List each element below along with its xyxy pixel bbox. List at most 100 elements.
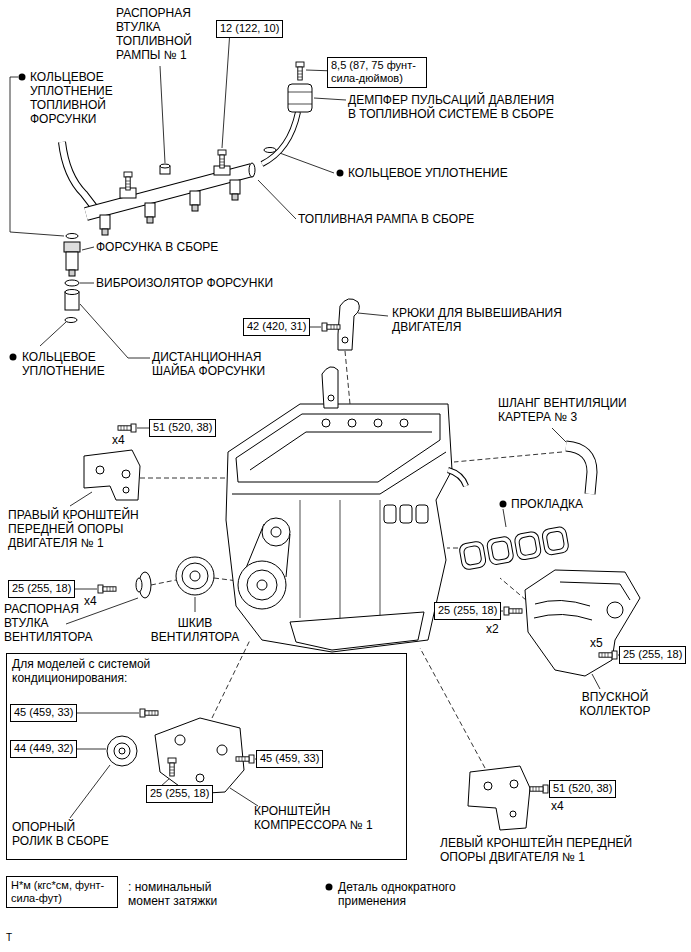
mount-bracket	[84, 424, 548, 830]
engine-block	[257, 580, 267, 590]
intake-manifold	[607, 602, 623, 618]
dashed-line	[345, 351, 350, 404]
dashed-line	[151, 580, 176, 585]
torque-box: 25 (255, 18)	[8, 580, 75, 598]
fuel-rail	[249, 163, 255, 177]
injector-parts	[65, 280, 79, 286]
engine-block	[416, 505, 428, 523]
leader-line	[80, 304, 150, 358]
part-label: ПРОКЛАДКА	[511, 497, 631, 511]
engine-block	[226, 404, 452, 652]
dashed-line	[454, 452, 562, 462]
pressure-damper	[262, 112, 298, 164]
engine-hanger	[342, 337, 348, 343]
fuel-rail	[192, 205, 198, 211]
ventilation-hose	[566, 446, 592, 494]
mount-bracket	[484, 782, 492, 790]
engine-block	[374, 419, 382, 427]
engine-block	[290, 612, 424, 650]
torque-value: 42 (420, 31)	[247, 320, 306, 333]
engine-block	[226, 404, 466, 652]
part-label: ФОРСУНКА В СБОРЕ	[96, 240, 296, 254]
part-label: ВИБРОИЗОЛЯТОР ФОРСУНКИ	[96, 276, 316, 290]
injector-parts	[64, 242, 80, 252]
torque-value: 25 (255, 18)	[12, 582, 71, 595]
torque-box: 8,5 (87, 75 фунт-сила-дюймов)	[327, 57, 427, 88]
torque-value: 45 (459, 33)	[260, 752, 319, 765]
gasket	[459, 541, 487, 571]
engine-block	[247, 570, 277, 600]
torque-value: 51 (520, 38)	[153, 421, 212, 434]
part-label: РАСПОРНАЯ ВТУЛКА ТОПЛИВНОЙ РАМПЫ № 1	[116, 6, 216, 62]
inset-heading: Для моделей с системой кондиционирования…	[12, 657, 222, 685]
compressor-bracket	[119, 748, 125, 754]
single-use-dot	[500, 501, 507, 508]
compressor-bracket	[217, 745, 227, 755]
compressor-bracket	[196, 774, 204, 782]
leader-line	[503, 509, 506, 527]
leader-line	[70, 492, 92, 506]
fuel-rail	[102, 229, 108, 235]
leader-line	[277, 152, 334, 173]
dashed-line	[500, 578, 526, 600]
pressure-damper	[288, 92, 312, 104]
pressure-damper	[264, 148, 276, 153]
fan-pulley	[190, 571, 200, 581]
intake-manifold	[534, 600, 592, 620]
fan-pulley	[182, 563, 208, 589]
gasket	[546, 531, 565, 552]
part-label: КОЛЬЦЕВОЕ УПЛОТНЕНИЕ ТОПЛИВНОЙ ФОРСУНКИ	[30, 70, 130, 126]
engine-block	[262, 518, 290, 546]
single-use-dot	[10, 354, 17, 361]
mount-bracket	[530, 785, 548, 793]
leader-line	[258, 180, 296, 219]
engine-block	[448, 470, 466, 486]
gasket	[486, 536, 514, 566]
torque-value: 51 (520, 38)	[553, 782, 612, 795]
fuel-rail	[232, 194, 238, 200]
compressor-bracket	[107, 709, 254, 794]
legend-key-text: Н*м (кгс*см, фунт-сила-фут)	[11, 879, 113, 905]
engine-block	[348, 419, 356, 427]
pressure-damper	[262, 62, 312, 164]
pressure-damper	[262, 112, 298, 164]
engine-hanger	[322, 299, 359, 408]
legend-item: : номинальный момент затяжки	[128, 880, 246, 908]
gasket	[541, 526, 569, 556]
fan-pulley	[98, 585, 116, 593]
torque-box: 51 (520, 38)	[149, 419, 216, 437]
leader-line	[80, 283, 94, 284]
single-use-dot	[337, 170, 344, 177]
torque-box: 44 (449, 32)	[10, 740, 77, 758]
leader-line	[314, 98, 346, 100]
mount-bracket	[510, 811, 516, 817]
leader-line	[70, 713, 139, 714]
torque-box: 45 (459, 33)	[10, 704, 77, 722]
pressure-damper	[288, 84, 312, 112]
leader-line	[10, 30, 625, 818]
engine-block	[448, 470, 466, 486]
leader-line	[70, 765, 110, 818]
fuel-rail	[147, 217, 153, 223]
compressor-bracket	[114, 743, 130, 759]
part-label: ВПУСКНОЙ КОЛЛЕКТОР	[560, 690, 670, 718]
fuel-rail	[190, 191, 200, 205]
gasket	[514, 531, 542, 561]
fuel-rail	[145, 203, 155, 217]
fuel-rail	[230, 180, 240, 194]
part-label: ТОПЛИВНАЯ РАМПА В СБОРЕ	[298, 212, 518, 226]
gasket	[459, 526, 570, 570]
part-label: РАСПОРНАЯ ВТУЛКА ВЕНТИЛЯТОРА	[4, 602, 114, 644]
fan-pulley	[98, 557, 214, 598]
intake-manifold	[504, 607, 522, 615]
fuel-rail	[86, 170, 252, 214]
torque-box: 51 (520, 38)	[549, 780, 616, 798]
legend-key-box: Н*м (кгс*см, фунт-сила-фут)	[6, 876, 118, 908]
fuel-rail	[100, 215, 110, 229]
torque-value: 12 (122, 10)	[220, 22, 279, 35]
injector-parts	[66, 234, 78, 239]
part-label: ДИСТАНЦИОННАЯ ШАЙБА ФОРСУНКИ	[152, 350, 292, 378]
